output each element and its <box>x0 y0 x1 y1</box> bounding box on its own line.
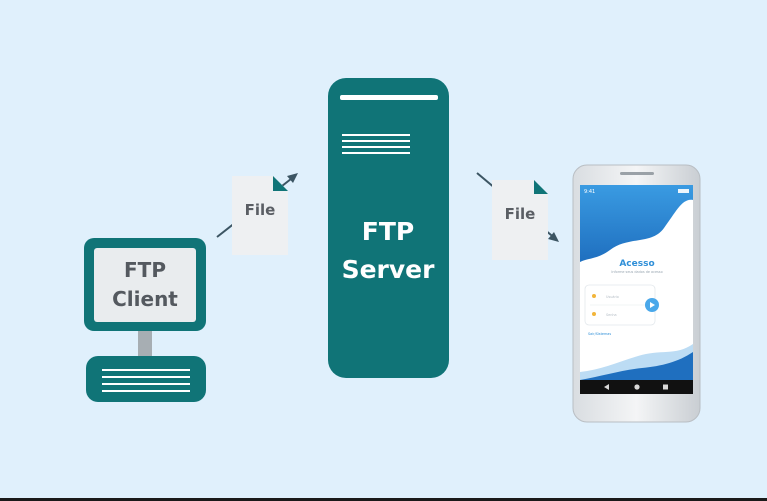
file-page-fold <box>273 176 288 191</box>
client-label-line2: Client <box>112 287 178 311</box>
arrowhead-icon <box>548 232 559 242</box>
phone-status-time: 9:41 <box>584 189 595 195</box>
triangle-back-icon[interactable] <box>604 384 609 390</box>
lock-icon <box>592 312 596 316</box>
client-screen <box>94 248 196 322</box>
file-label-left: File <box>245 201 276 219</box>
phone-top-wave <box>580 185 693 262</box>
phone-user-field[interactable]: Usuário <box>606 295 619 299</box>
left-transfer: File <box>216 173 298 255</box>
right-transfer: File <box>476 172 559 260</box>
client-label-line1: FTP <box>124 258 166 282</box>
phone-bottom-wave-dark <box>580 352 693 380</box>
file-page-left <box>232 176 288 255</box>
client-stand <box>138 331 152 356</box>
server-label-line1: FTP <box>362 217 414 246</box>
key-icon <box>592 294 596 298</box>
circle-home-icon[interactable] <box>634 384 640 390</box>
phone-password-field[interactable]: Senha <box>606 313 617 317</box>
ftp-client-computer: FTP Client <box>84 238 206 402</box>
arrowhead-icon <box>287 173 298 183</box>
smartphone: 9:41 Acesso Informe seus dados de acesso… <box>572 164 701 423</box>
file-page-right <box>492 180 548 260</box>
file-label-right: File <box>505 205 536 223</box>
square-recent-icon[interactable] <box>663 384 668 390</box>
phone-status-icons <box>678 189 689 193</box>
phone-title: Acesso <box>619 259 654 269</box>
ftp-server-tower: FTP Server <box>328 78 449 378</box>
phone-speaker <box>620 172 654 175</box>
play-icon <box>650 302 655 308</box>
phone-link[interactable]: Sair/Sistemas <box>588 332 611 336</box>
client-keyboard <box>86 356 206 402</box>
server-top-slot <box>340 95 438 100</box>
server-label-line2: Server <box>342 255 436 284</box>
phone-subtitle: Informe seus dados de acesso <box>611 270 662 274</box>
bottom-border <box>0 498 767 501</box>
file-page-fold <box>534 180 548 194</box>
